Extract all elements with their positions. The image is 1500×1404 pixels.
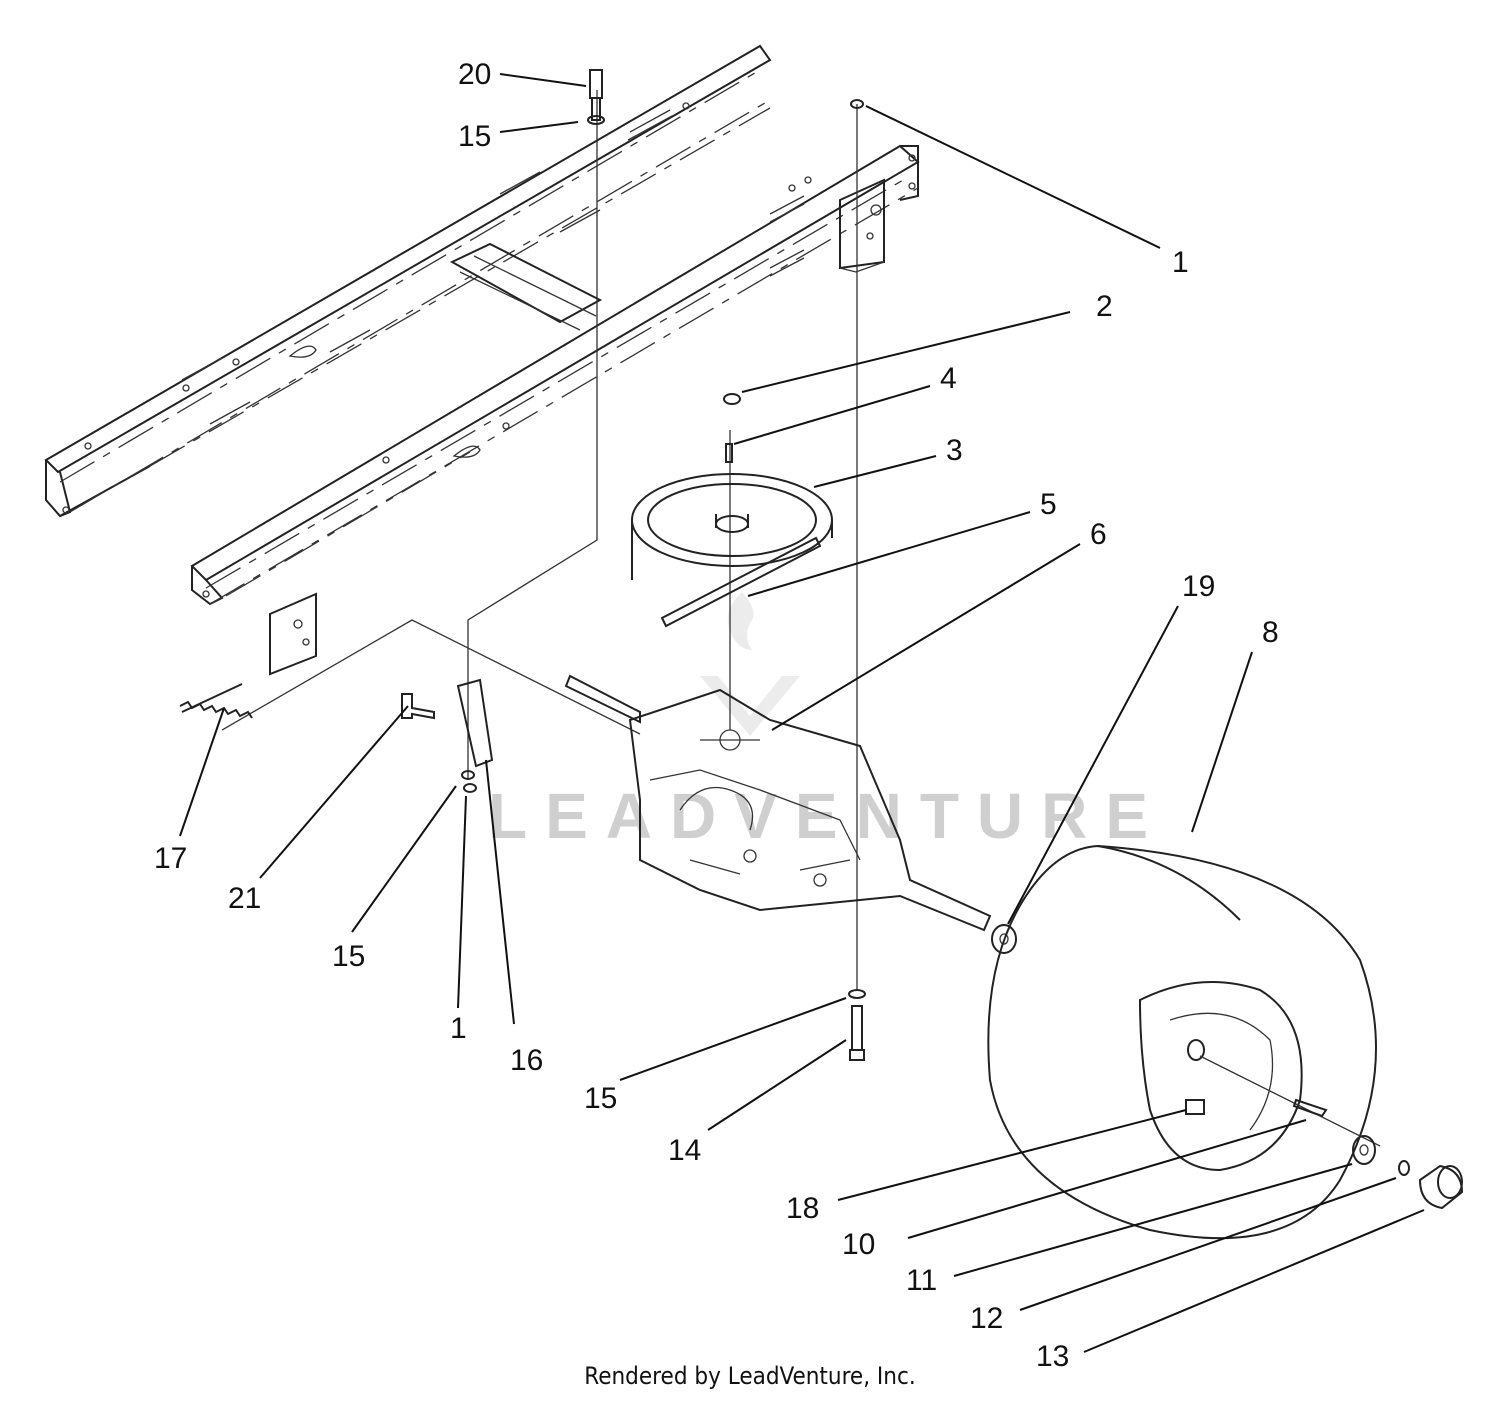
callout-20: 20 <box>458 58 491 91</box>
washer-left <box>461 770 475 780</box>
washer-bottom <box>848 989 866 999</box>
callout-21: 21 <box>228 882 261 915</box>
callout-11: 11 <box>906 1264 937 1297</box>
callout-19: 19 <box>1182 570 1215 603</box>
axis-line-left <box>467 90 598 780</box>
callout-15-top: 15 <box>458 120 491 153</box>
nut-top-right <box>850 99 864 109</box>
callout-2: 2 <box>1096 290 1113 323</box>
callout-13: 13 <box>1036 1340 1069 1373</box>
callout-15-bottom: 15 <box>584 1082 617 1115</box>
mounting-bracket <box>456 678 494 768</box>
callout-18: 18 <box>786 1192 819 1225</box>
watermark-logo <box>700 592 800 736</box>
bolt-top <box>587 69 605 125</box>
key <box>725 443 733 463</box>
washer-axle <box>991 924 1017 954</box>
wheel-washer <box>1352 1135 1376 1165</box>
leader-lines <box>179 73 1425 1353</box>
frame-rails <box>44 44 920 735</box>
callout-15-left: 15 <box>332 940 365 973</box>
callout-14: 14 <box>668 1134 701 1167</box>
callout-labels: 20 15 1 2 4 3 5 6 19 8 17 21 15 1 16 15 … <box>154 58 1279 1373</box>
pulley <box>631 473 833 580</box>
bolt-bottom <box>849 1005 865 1061</box>
hub-cap <box>1418 1164 1464 1210</box>
callout-1-bottom: 1 <box>450 1012 467 1045</box>
callout-16: 16 <box>510 1044 543 1077</box>
transaxle <box>564 674 992 932</box>
callout-1-top: 1 <box>1172 246 1189 279</box>
callout-12: 12 <box>970 1302 1003 1335</box>
callout-4: 4 <box>940 362 957 395</box>
callout-17: 17 <box>154 842 187 875</box>
callout-10: 10 <box>842 1228 875 1261</box>
rear-wheel <box>987 844 1381 1240</box>
callout-5: 5 <box>1040 488 1057 521</box>
spring-assembly <box>179 683 253 719</box>
belt-guide <box>660 536 822 628</box>
retaining-ring <box>723 393 741 405</box>
wheel-key <box>1292 1098 1328 1118</box>
callout-8: 8 <box>1262 616 1279 649</box>
bolt-21 <box>401 693 435 720</box>
wheel-retaining-ring <box>1398 1160 1410 1176</box>
nut-left <box>463 783 477 793</box>
callout-3: 3 <box>946 434 963 467</box>
footer-credit: Rendered by LeadVenture, Inc. <box>584 1362 916 1390</box>
watermark-text: LEADVENTURE <box>488 780 1166 852</box>
callout-6: 6 <box>1090 518 1107 551</box>
